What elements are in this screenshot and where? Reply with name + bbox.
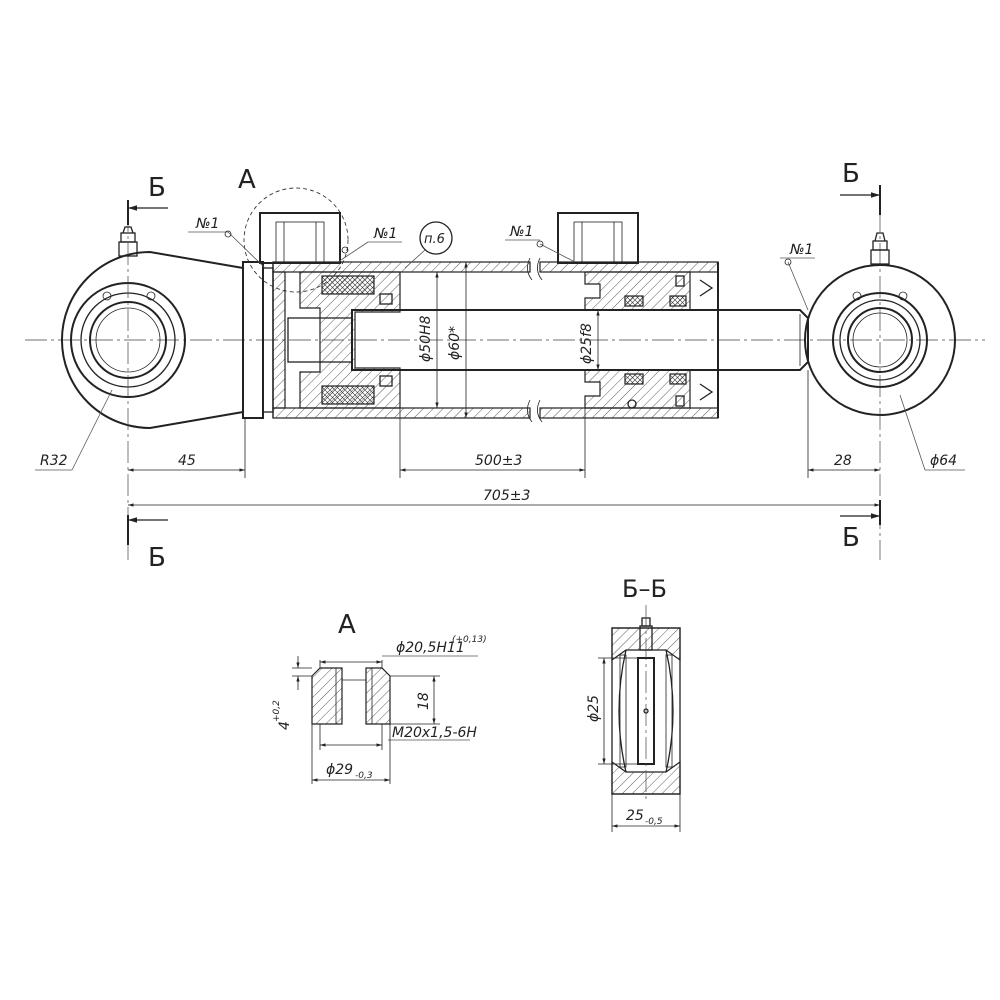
weld-note-1: №1 — [195, 216, 219, 232]
section-bb — [598, 605, 681, 832]
detail-a-outer: ϕ29 — [326, 762, 353, 778]
note-ref: п.6 — [424, 232, 445, 247]
gland — [584, 271, 718, 409]
right-port — [557, 212, 639, 264]
dim-705: 705±3 — [483, 488, 530, 504]
detail-a-title: А — [338, 610, 356, 640]
dim-64: ϕ64 — [930, 453, 957, 469]
left-eye — [61, 210, 244, 560]
outer-dim: ϕ60* — [447, 326, 463, 360]
detail-a-depth: 4 — [277, 721, 293, 730]
rod-dim: ϕ25f8 — [579, 323, 595, 364]
view-a-mark: А — [238, 165, 256, 195]
left-grease-nipple — [118, 226, 138, 257]
section-bb-width: 25 — [626, 808, 644, 824]
dim-500: 500±3 — [475, 453, 522, 469]
section-bb-width-tol: -0,5 — [645, 817, 663, 827]
weld-note-2: №1 — [373, 226, 397, 242]
inner-diameter-dims — [435, 262, 600, 418]
section-marks — [127, 185, 881, 545]
detail-a-thread: M20x1,5-6H — [392, 725, 477, 741]
detail-a-bore-tol: (+0,13) — [452, 635, 487, 645]
dim-r32: R32 — [40, 453, 68, 469]
section-mark-bottom-left: Б — [148, 543, 166, 573]
detail-a-outer-tol: -0,3 — [355, 771, 373, 781]
piston — [287, 271, 401, 409]
detail-a-depth-tol: +0,2 — [272, 700, 282, 722]
horizontal-dims — [35, 370, 965, 507]
section-mark-top-left: Б — [148, 173, 166, 203]
dim-28: 28 — [834, 453, 852, 469]
section-bb-title: Б–Б — [622, 575, 667, 603]
weld-note-4: №1 — [789, 242, 813, 258]
detail-a — [292, 655, 478, 784]
right-grease-nipple — [870, 232, 890, 265]
end-cap — [272, 271, 286, 409]
bore-dim: ϕ50H8 — [418, 315, 434, 362]
section-bb-diameter: ϕ25 — [586, 695, 602, 722]
dim-45: 45 — [178, 453, 196, 469]
detail-a-bore: ϕ20,5H11 — [396, 640, 465, 656]
main-view: Б Б Б Б А №1 №1 №1 №1 п.6 — [25, 159, 985, 573]
section-mark-bottom-right: Б — [842, 523, 860, 553]
weld-leaders — [188, 221, 815, 311]
weld-note-3: №1 — [509, 224, 533, 240]
section-mark-top-right: Б — [842, 159, 860, 189]
detail-a-height: 18 — [416, 692, 432, 710]
